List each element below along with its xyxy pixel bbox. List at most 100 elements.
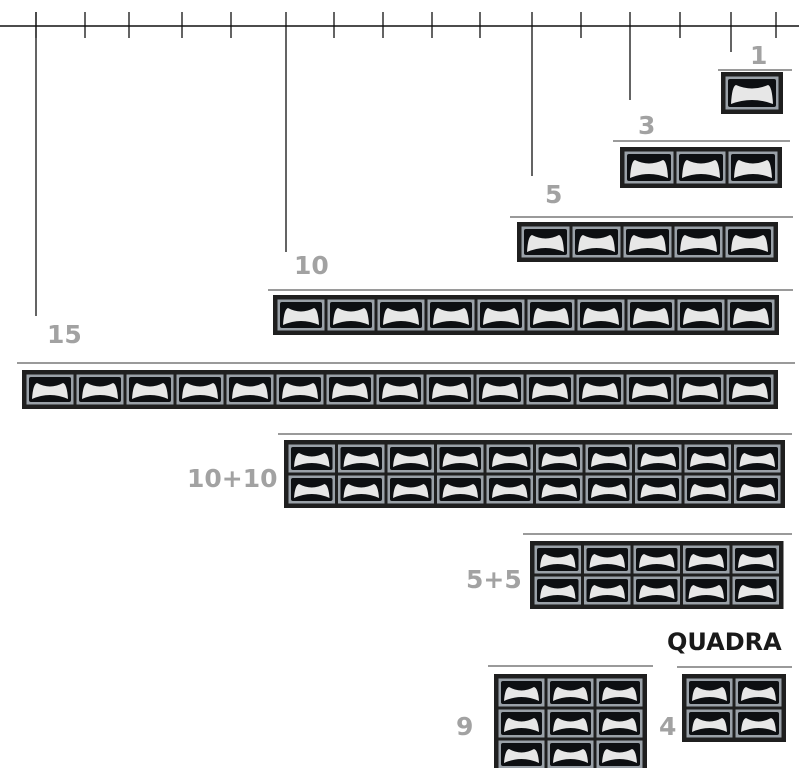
- light-cell: [734, 708, 783, 739]
- light-cell: [75, 373, 125, 406]
- light-cell: [526, 298, 576, 332]
- lamp-glow: [589, 585, 625, 599]
- lamp-glow: [504, 749, 539, 763]
- light-cell: [525, 373, 575, 406]
- lamp-glow: [602, 718, 637, 732]
- label-4: 4: [659, 712, 677, 741]
- lamp-glow: [343, 484, 379, 498]
- lamp-glow: [741, 687, 776, 701]
- light-cell: [25, 373, 75, 406]
- lamp-glow: [483, 308, 519, 325]
- lamp-glow: [332, 383, 368, 399]
- light-cell: [625, 373, 675, 406]
- lamp-glow: [382, 383, 418, 399]
- luminaire-15: [17, 362, 795, 409]
- label-5: 5: [545, 180, 563, 209]
- light-cell: [682, 544, 731, 575]
- lamp-glow: [182, 383, 218, 399]
- light-cell: [622, 225, 673, 259]
- lamp-glow: [343, 453, 379, 467]
- light-cell: [725, 373, 775, 406]
- lamp-glow: [333, 308, 369, 325]
- label-9: 9: [456, 712, 474, 741]
- lamp-glow: [589, 554, 625, 568]
- lamp-glow: [442, 453, 478, 467]
- lamp-glow: [591, 484, 627, 498]
- light-cell: [726, 298, 776, 332]
- light-cell: [497, 677, 546, 708]
- light-cell: [546, 739, 595, 768]
- lamp-glow: [432, 383, 468, 399]
- lamp-glow: [504, 687, 539, 701]
- label-10-10: 10+10: [187, 464, 278, 493]
- lamp-glow: [541, 453, 577, 467]
- light-cell: [634, 474, 683, 505]
- light-cell: [276, 298, 326, 332]
- light-cell: [175, 373, 225, 406]
- lamp-glow: [639, 554, 675, 568]
- lamp-glow: [741, 718, 776, 732]
- light-cell: [533, 544, 582, 575]
- light-cell: [225, 373, 275, 406]
- lamp-glow: [630, 160, 668, 178]
- light-cell: [287, 474, 336, 505]
- lamp-glow: [602, 687, 637, 701]
- lamp-glow: [629, 235, 666, 252]
- lamp-glow: [442, 484, 478, 498]
- light-cell: [632, 544, 681, 575]
- light-cell: [376, 298, 426, 332]
- light-cell: [571, 225, 622, 259]
- light-cell: [595, 708, 644, 739]
- light-cell: [683, 474, 732, 505]
- light-cell: [595, 677, 644, 708]
- lamp-glow: [32, 383, 68, 399]
- lamp-glow: [682, 160, 720, 178]
- lamp-glow: [82, 383, 118, 399]
- lamp-glow: [578, 235, 615, 252]
- lamp-glow: [633, 308, 669, 325]
- lamp-glow: [482, 383, 518, 399]
- light-cell: [386, 443, 435, 474]
- lamp-glow: [533, 308, 569, 325]
- light-cell: [724, 225, 775, 259]
- lamp-glow: [294, 453, 330, 467]
- lamp-glow: [739, 453, 775, 467]
- lamp-glow: [541, 484, 577, 498]
- lamp-glow: [640, 484, 676, 498]
- lamp-glow: [738, 554, 774, 568]
- light-cell: [275, 373, 325, 406]
- light-cell: [535, 474, 584, 505]
- luminaire-9: [488, 665, 653, 768]
- lamp-glow: [692, 718, 727, 732]
- light-cell: [546, 708, 595, 739]
- light-cell: [485, 474, 534, 505]
- lamp-glow: [283, 308, 319, 325]
- lamp-glow: [690, 453, 726, 467]
- light-cell: [436, 474, 485, 505]
- lamp-glow: [294, 484, 330, 498]
- lamp-glow: [682, 383, 718, 399]
- light-cell: [595, 739, 644, 768]
- light-cell: [634, 443, 683, 474]
- light-cell: [325, 373, 375, 406]
- light-cell: [683, 443, 732, 474]
- label-10: 10: [294, 251, 329, 280]
- light-cell: [583, 544, 632, 575]
- light-cell: [375, 373, 425, 406]
- light-cell: [623, 150, 675, 185]
- lamp-glow: [132, 383, 168, 399]
- light-cell: [520, 225, 571, 259]
- lamp-glow: [492, 484, 528, 498]
- label-1: 1: [750, 41, 768, 70]
- light-cell: [733, 443, 782, 474]
- light-cell: [576, 298, 626, 332]
- lamp-glow: [504, 718, 539, 732]
- luminaire-5: [510, 216, 793, 262]
- light-cell: [733, 474, 782, 505]
- light-cell: [533, 575, 582, 606]
- light-cell: [731, 575, 780, 606]
- light-cell: [337, 443, 386, 474]
- light-cell: [485, 443, 534, 474]
- luminaire-4: [677, 666, 792, 742]
